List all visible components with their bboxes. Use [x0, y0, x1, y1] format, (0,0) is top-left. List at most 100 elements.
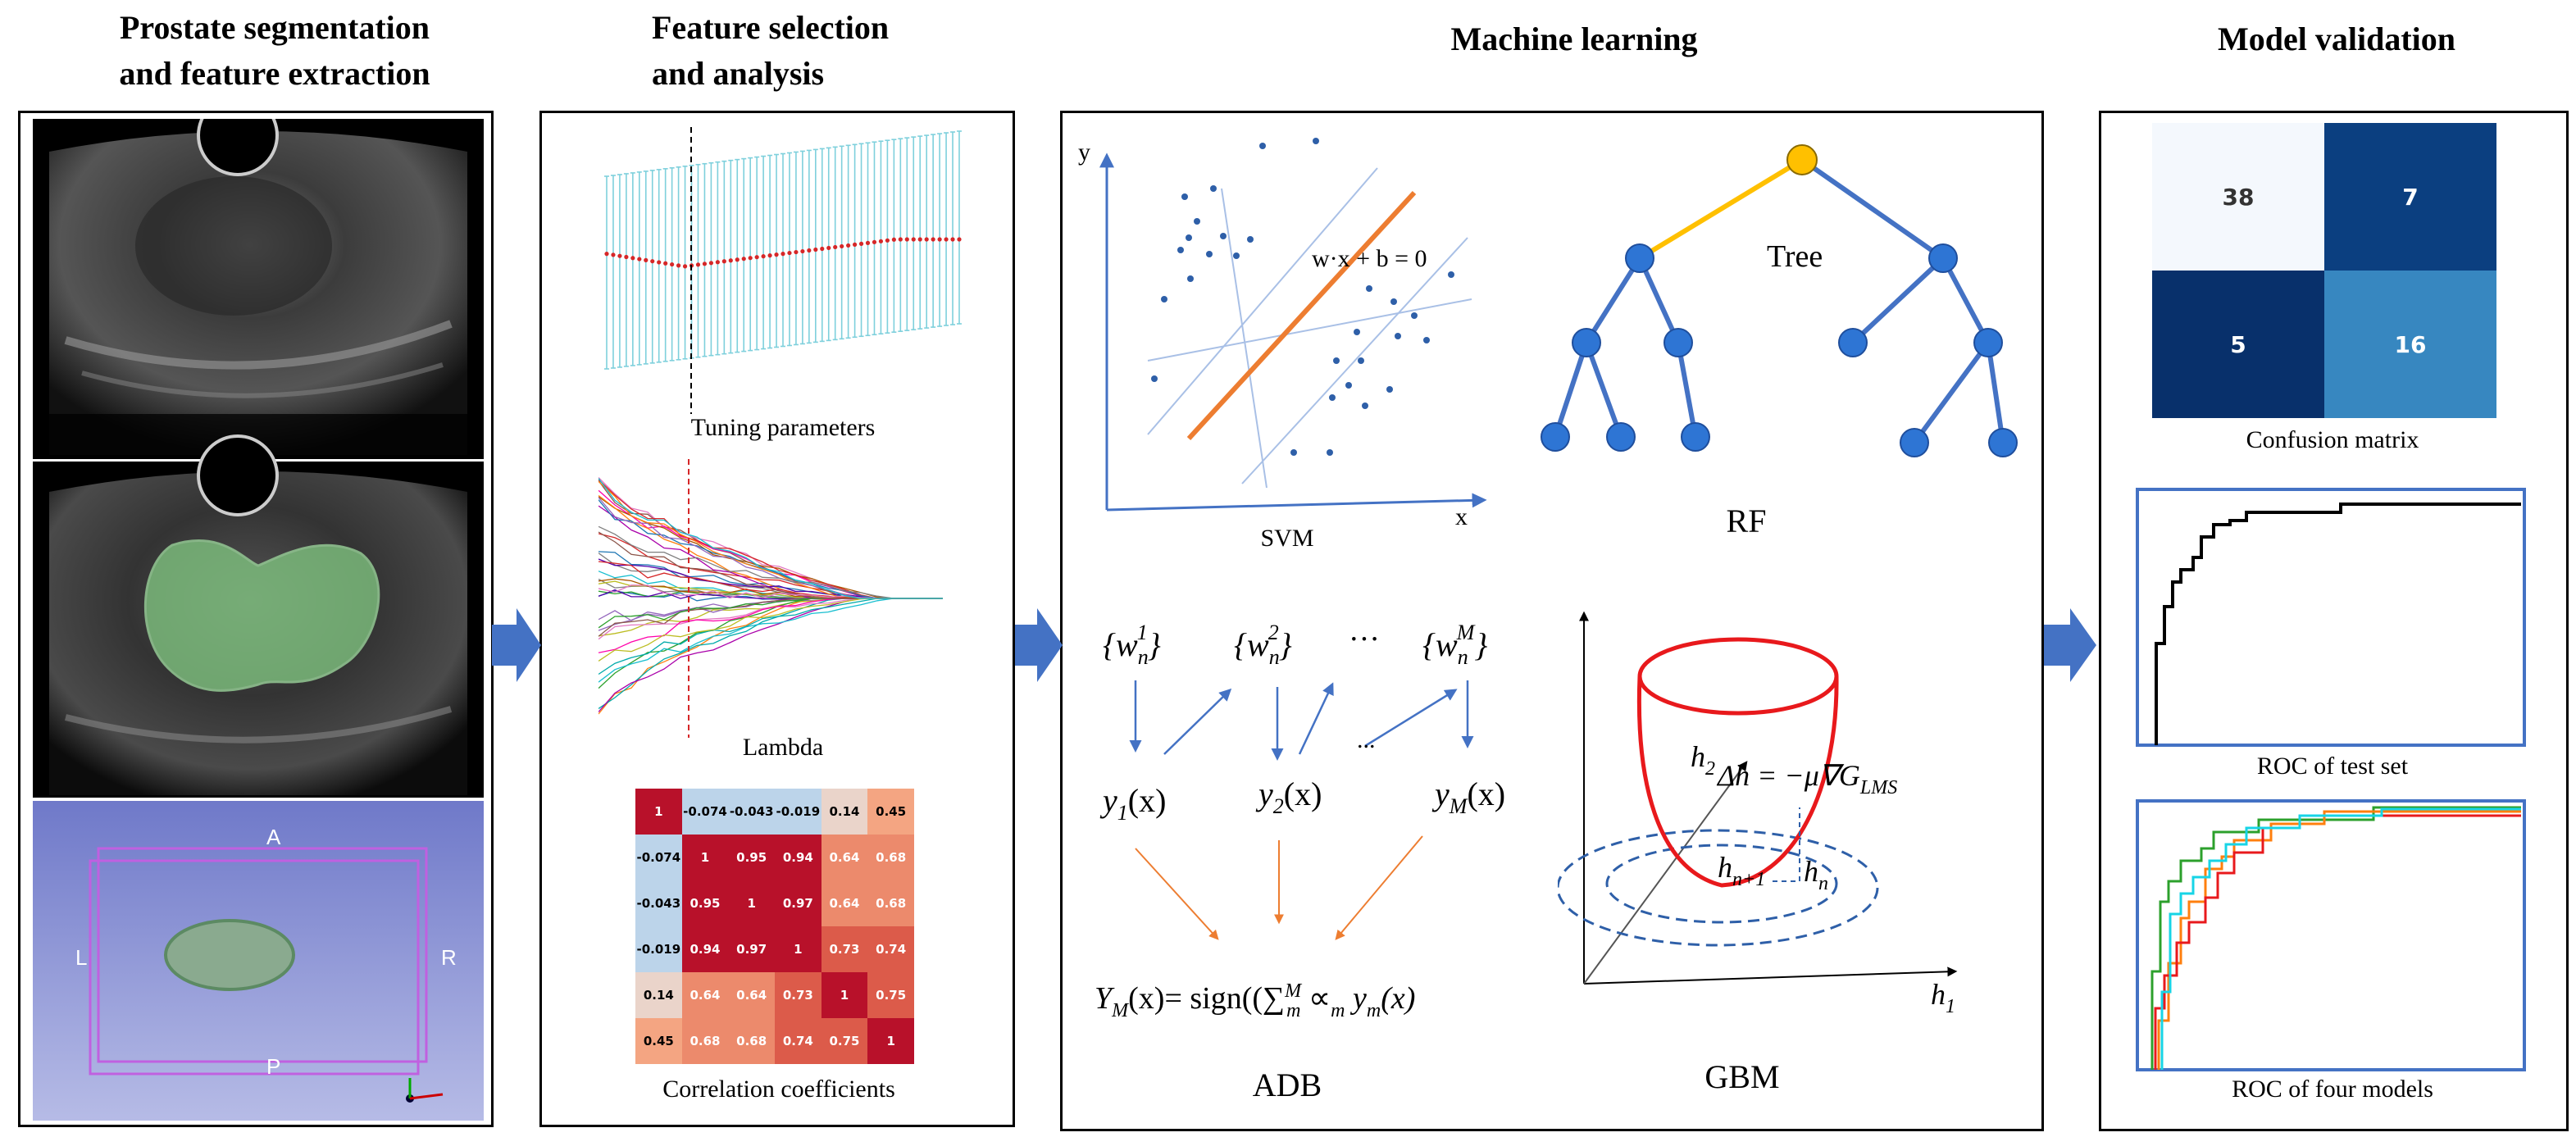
coef-path [598, 525, 943, 599]
flow-arrow-1 [492, 608, 541, 682]
cv-point [858, 241, 864, 246]
flow-arrow-2 [1015, 608, 1063, 682]
svg-text:yM(x): yM(x) [1431, 775, 1505, 818]
cv-point [715, 260, 720, 265]
cv-point [846, 243, 851, 248]
svg-text:y1(x): y1(x) [1099, 782, 1166, 825]
cv-point [657, 260, 662, 265]
corr-cell: -0.074 [681, 789, 729, 835]
cv-point [748, 256, 753, 261]
ultrasound-image-raw [33, 119, 484, 459]
corr-cell: 0.64 [681, 972, 729, 1018]
cv-point [637, 257, 642, 262]
svg-text:{wnM}: {wnM} [1422, 621, 1487, 669]
cv-point [611, 252, 616, 257]
corr-cell: -0.019 [775, 789, 821, 835]
corr-cell: 0.73 [821, 926, 868, 972]
cv-point [774, 252, 779, 257]
svg-text:{wn2}: {wn2} [1234, 621, 1292, 669]
corr-cell: 0.68 [867, 835, 914, 880]
rf-tree-diagram: Tree [1541, 144, 2018, 457]
cv-point [741, 257, 746, 262]
lambda-plot [598, 459, 943, 738]
cv-point [695, 262, 701, 267]
cv-point [885, 238, 890, 243]
ultrasound-image-segmented [33, 434, 484, 798]
gbm-h1-axis [1583, 966, 1958, 985]
corr-cell: 0.95 [728, 835, 775, 880]
corr-cell: 0.94 [775, 835, 821, 880]
gbm-loss-bowl [1636, 675, 1839, 888]
cv-point [708, 261, 714, 266]
corr-cell: 0.45 [867, 789, 914, 835]
coef-path [598, 598, 943, 653]
confusion-matrix: 38 7 5 16 [2152, 123, 2496, 418]
corr-cell: 0.68 [867, 880, 914, 926]
cv-point [721, 259, 726, 264]
panel-ml [1060, 111, 2044, 1131]
corr-cell: -0.019 [635, 926, 682, 972]
cv-point [670, 262, 675, 267]
confusion-cell: 7 [2324, 123, 2496, 271]
tree-label: Tree [1767, 239, 1823, 274]
gbm-formula: Δh = −μ∇GLMS [1716, 759, 1897, 798]
cv-point [781, 252, 785, 257]
corr-cell: 0.74 [867, 926, 914, 972]
adb-dots: ··· [1349, 622, 1380, 657]
svm-x-label: x [1455, 503, 1468, 530]
corr-cell: 1 [728, 880, 775, 926]
coef-path [598, 489, 943, 599]
corr-cell: 0.73 [775, 972, 821, 1018]
gbm-caption: GBM [1704, 1058, 1780, 1095]
corr-cell: 0.64 [821, 880, 868, 926]
section-title-validation: Model validation [2217, 20, 2456, 57]
gbm-h2-axis [1583, 761, 1748, 985]
corr-cell: 0.75 [867, 972, 914, 1018]
corr-cell: 0.95 [681, 880, 729, 926]
rf-caption: RF [1726, 503, 1767, 539]
confusion-cell: 16 [2324, 271, 2496, 418]
flow-arrow-3 [2044, 608, 2096, 682]
adb-weights: {wn1} {wn2} {wnM} [1103, 621, 1487, 669]
corr-cell: 0.14 [821, 789, 868, 835]
svm-hyperplane [1186, 190, 1417, 441]
cv-point [617, 253, 622, 258]
roc-four-plot [2136, 799, 2526, 1071]
svm-y-label: y [1078, 139, 1090, 166]
roc-curve-model-1 [2150, 806, 2521, 1070]
gbm-h2-label: h2 [1691, 740, 1715, 780]
corr-cell: 0.94 [681, 926, 729, 972]
cv-point [911, 237, 916, 242]
corr-cell: 0.74 [775, 1018, 821, 1064]
cv-point [735, 257, 740, 262]
title-line: Prostate segmentation [119, 9, 430, 46]
cv-point [604, 252, 609, 257]
cv-point [852, 242, 858, 247]
title-line: and feature extraction [119, 55, 430, 92]
roc-four-caption: ROC of four models [2232, 1076, 2433, 1103]
coef-path [598, 598, 943, 683]
cv-point [924, 237, 929, 242]
tree-root-node [1786, 144, 1818, 175]
corr-cell: -0.074 [635, 835, 682, 880]
cv-point [950, 237, 955, 242]
cv-point [878, 239, 884, 243]
cv-point [937, 237, 942, 242]
tuning-plot [604, 127, 962, 414]
title-line: and analysis [652, 55, 825, 92]
cv-point [676, 263, 681, 268]
cv-point [826, 245, 831, 251]
coef-path [598, 478, 943, 599]
cv-point [957, 237, 962, 242]
cv-point [624, 254, 629, 260]
cv-point [650, 259, 655, 264]
cv-point [917, 237, 922, 242]
corr-cell: 1 [867, 1018, 914, 1064]
adb-diagram: {wn1} {wn2} {wnM} ··· ... y1(x) y2(x) yM… [1095, 621, 1505, 1021]
section-title-feature: Feature selection and analysis [652, 5, 996, 97]
tuning-caption: Tuning parameters [690, 414, 876, 441]
prostate-segmentation-mask [144, 539, 380, 692]
segmentation-images: A P L R [33, 119, 484, 1121]
roc-test-curve [2155, 503, 2521, 745]
confusion-cell: 38 [2152, 123, 2324, 271]
